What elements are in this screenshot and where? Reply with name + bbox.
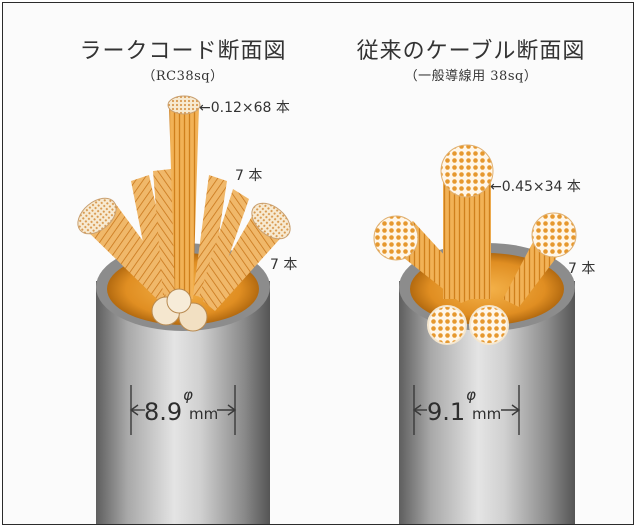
- diagram-frame: ラークコード断面図 （RC38sq） 従来のケーブル断面図 （一般導線用 38s…: [2, 2, 634, 525]
- right-panel-subtitle: （一般導線用 38sq）: [404, 69, 538, 84]
- right-panel-title-block: 従来のケーブル断面図 （一般導線用 38sq）: [321, 33, 621, 84]
- left-diameter-value: 8.9: [144, 398, 182, 426]
- cable-illustrations: 8.9 φ mm ←0.12×68 本 7 本 7 本: [77, 95, 595, 524]
- left-diameter-bracket: [129, 385, 237, 435]
- left-cable: 8.9 φ mm: [77, 95, 291, 524]
- right-label-outer-bundles: 7 本: [568, 261, 595, 277]
- left-outer-bundle-right-end: [251, 202, 291, 240]
- right-outer-bundle-right-end: [531, 212, 577, 258]
- right-face-bundle-2: [469, 305, 509, 345]
- left-label-inner-bundles: 7 本: [235, 168, 262, 184]
- right-cable: 9.1 φ mm: [373, 144, 577, 524]
- left-inner-bundle-4: [199, 189, 249, 301]
- left-center-strand: [169, 105, 199, 299]
- right-diameter-symbol: φ: [466, 386, 476, 404]
- left-center-strand-end: [167, 95, 201, 115]
- left-face-bundle-3: [166, 288, 192, 314]
- right-center-bundle: [443, 171, 491, 299]
- left-outer-bundle-right: [203, 211, 287, 311]
- right-panel-title: 従来のケーブル断面図: [356, 39, 586, 64]
- left-inner-bundle-3: [193, 175, 227, 299]
- right-diameter-unit: mm: [472, 405, 501, 423]
- left-panel-title-block: ラークコード断面図 （RC38sq）: [33, 33, 333, 84]
- right-outer-bundle-left-end: [373, 215, 419, 261]
- left-panel-subtitle: （RC38sq）: [142, 69, 224, 84]
- left-outer-bundle-left-end: [77, 197, 117, 235]
- left-label-outer-bundles: 7 本: [270, 257, 297, 273]
- right-face-bundle-1: [427, 305, 467, 345]
- right-center-bundle-end: [440, 144, 494, 198]
- left-panel-title: ラークコード断面図: [79, 39, 287, 64]
- left-diameter-unit: mm: [189, 405, 218, 423]
- left-diameter-symbol: φ: [183, 386, 193, 404]
- right-label-strand: ←0.45×34 本: [490, 179, 581, 195]
- left-label-strand: ←0.12×68 本: [199, 100, 290, 116]
- right-diameter-bracket: [412, 385, 521, 435]
- right-diameter-value: 9.1: [427, 398, 465, 426]
